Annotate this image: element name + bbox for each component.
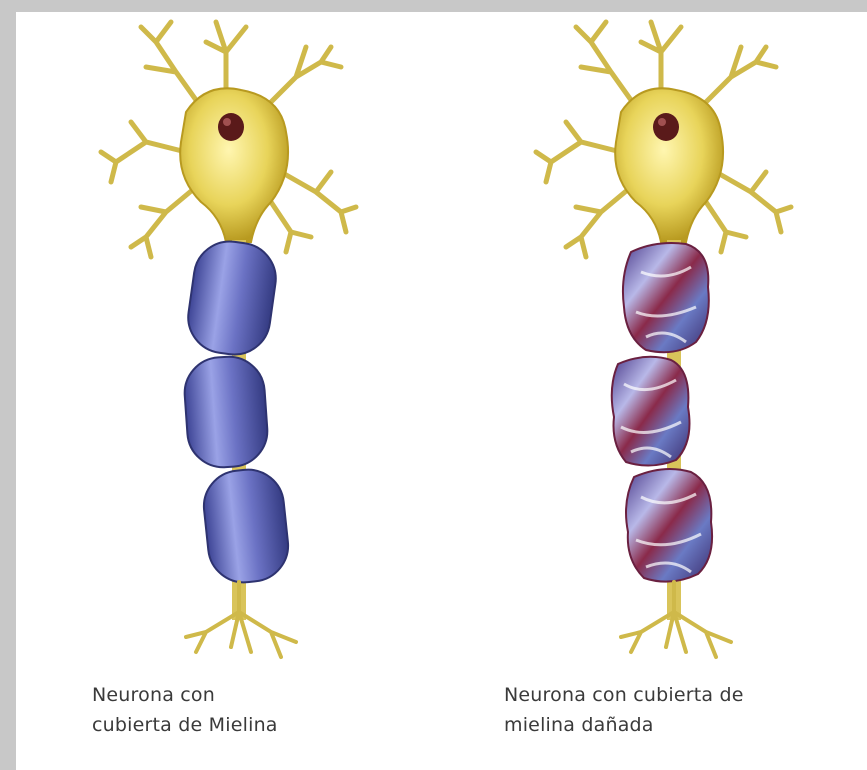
damaged-neuron-illustration — [516, 12, 866, 672]
myelin-segment-3 — [200, 466, 291, 586]
myelin-segment-2 — [182, 354, 269, 469]
damaged-myelin-segment-3 — [626, 469, 712, 582]
damaged-neuron-panel: Neurona con cubierta de mielina dañada — [516, 12, 866, 770]
axon-terminal — [621, 582, 731, 657]
healthy-neuron-caption: Neurona con cubierta de Mielina — [92, 680, 278, 740]
nucleus — [218, 113, 244, 141]
axon-terminal — [186, 582, 296, 657]
cell-body — [180, 88, 288, 242]
nucleus — [653, 113, 679, 141]
myelin-segment-1 — [184, 237, 281, 359]
cell-body — [615, 88, 723, 242]
figure-frame: Neurona con cubierta de Mielina — [16, 12, 867, 770]
healthy-neuron-panel: Neurona con cubierta de Mielina — [56, 12, 416, 770]
damaged-neuron-caption: Neurona con cubierta de mielina dañada — [504, 680, 744, 740]
damaged-myelin-segment-1 — [623, 243, 709, 352]
healthy-neuron-illustration — [56, 12, 416, 672]
